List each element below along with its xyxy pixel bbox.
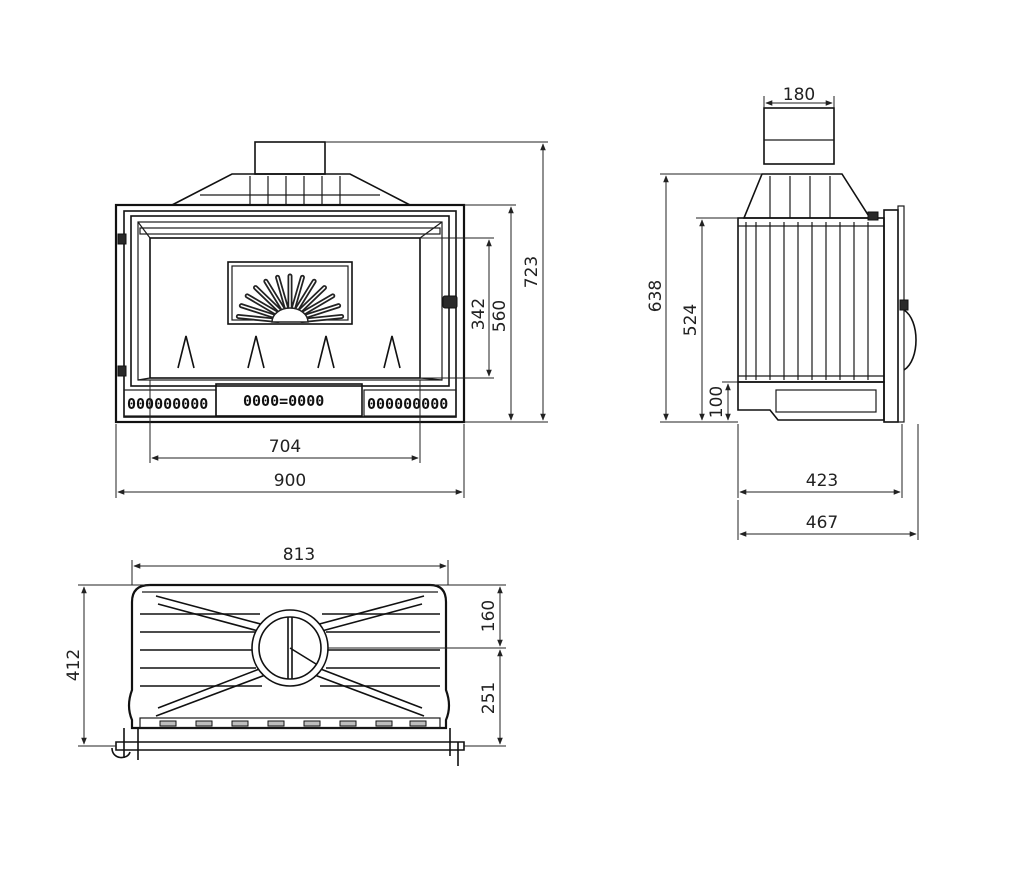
svg-text:412: 412 [64, 649, 84, 681]
svg-text:251: 251 [479, 682, 499, 714]
front-right-grille [363, 389, 457, 417]
side-dim-180: 180 [763, 85, 835, 108]
top-flue-inner [258, 616, 322, 680]
side-body-ribs [745, 222, 869, 380]
svg-text:524: 524 [681, 304, 701, 336]
svg-text:467: 467 [806, 513, 838, 533]
side-view: 180 638 524 100 423 467 [646, 85, 919, 540]
front-right-grille-slots: 000000000 [367, 395, 448, 413]
side-handle [903, 309, 917, 371]
side-base [737, 381, 885, 421]
side-hood [742, 173, 872, 219]
svg-text:813: 813 [283, 545, 315, 565]
front-dim-723: 723 [325, 141, 548, 423]
svg-text:100: 100 [707, 386, 727, 418]
side-dim-524: 524 [681, 217, 738, 421]
svg-text:900: 900 [274, 471, 306, 491]
front-flue-collar [254, 141, 326, 175]
side-dim-423: 423 [737, 424, 903, 498]
side-flue-collar [763, 107, 835, 165]
side-body [737, 217, 885, 383]
top-view: 813 412 160 251 [64, 545, 506, 766]
front-dim-342: 342 [420, 237, 494, 379]
svg-text:704: 704 [269, 437, 301, 457]
top-dim-160: 160 [328, 584, 506, 649]
front-glass [149, 237, 421, 379]
side-dim-638: 638 [646, 173, 762, 423]
top-body-outline [127, 583, 451, 730]
svg-text:342: 342 [469, 298, 489, 330]
top-handle [111, 747, 131, 759]
front-left-grille-slots: 000000000 [127, 395, 208, 413]
side-dim-100: 100 [707, 381, 738, 421]
front-outer-frame [114, 203, 466, 424]
svg-text:638: 638 [646, 280, 666, 312]
front-dim-704: 704 [149, 380, 421, 463]
side-front-frame [883, 209, 899, 423]
top-diagonal-braces [155, 595, 425, 717]
svg-text:723: 723 [522, 256, 542, 288]
top-ribs [140, 613, 440, 687]
side-dim-467: 467 [737, 424, 919, 540]
front-door-handle [442, 295, 458, 309]
svg-text:180: 180 [783, 85, 815, 105]
front-air-control-plate [215, 383, 363, 417]
front-hinge-top [117, 233, 127, 245]
front-flame-spikes [177, 335, 401, 369]
front-fan-ornament [235, 273, 345, 324]
side-hood-ribs [769, 176, 831, 218]
front-decor-panel [227, 261, 353, 325]
top-front-grille [139, 717, 441, 729]
svg-text:560: 560 [490, 300, 510, 332]
svg-text:423: 423 [806, 471, 838, 491]
front-air-control-label: 0000=0000 [243, 392, 324, 410]
front-hood [171, 173, 411, 206]
svg-text:160: 160 [479, 600, 499, 632]
top-dim-813: 813 [131, 545, 449, 585]
top-dim-412: 412 [64, 584, 150, 747]
top-dim-251: 251 [464, 649, 506, 747]
front-view: 000000000 000000000 0000=0000 704 900 34… [114, 141, 548, 498]
front-dim-900: 900 [115, 424, 465, 498]
front-hinge-bottom [117, 365, 127, 377]
top-front-frame [115, 741, 465, 751]
front-hood-ribs [249, 176, 341, 205]
